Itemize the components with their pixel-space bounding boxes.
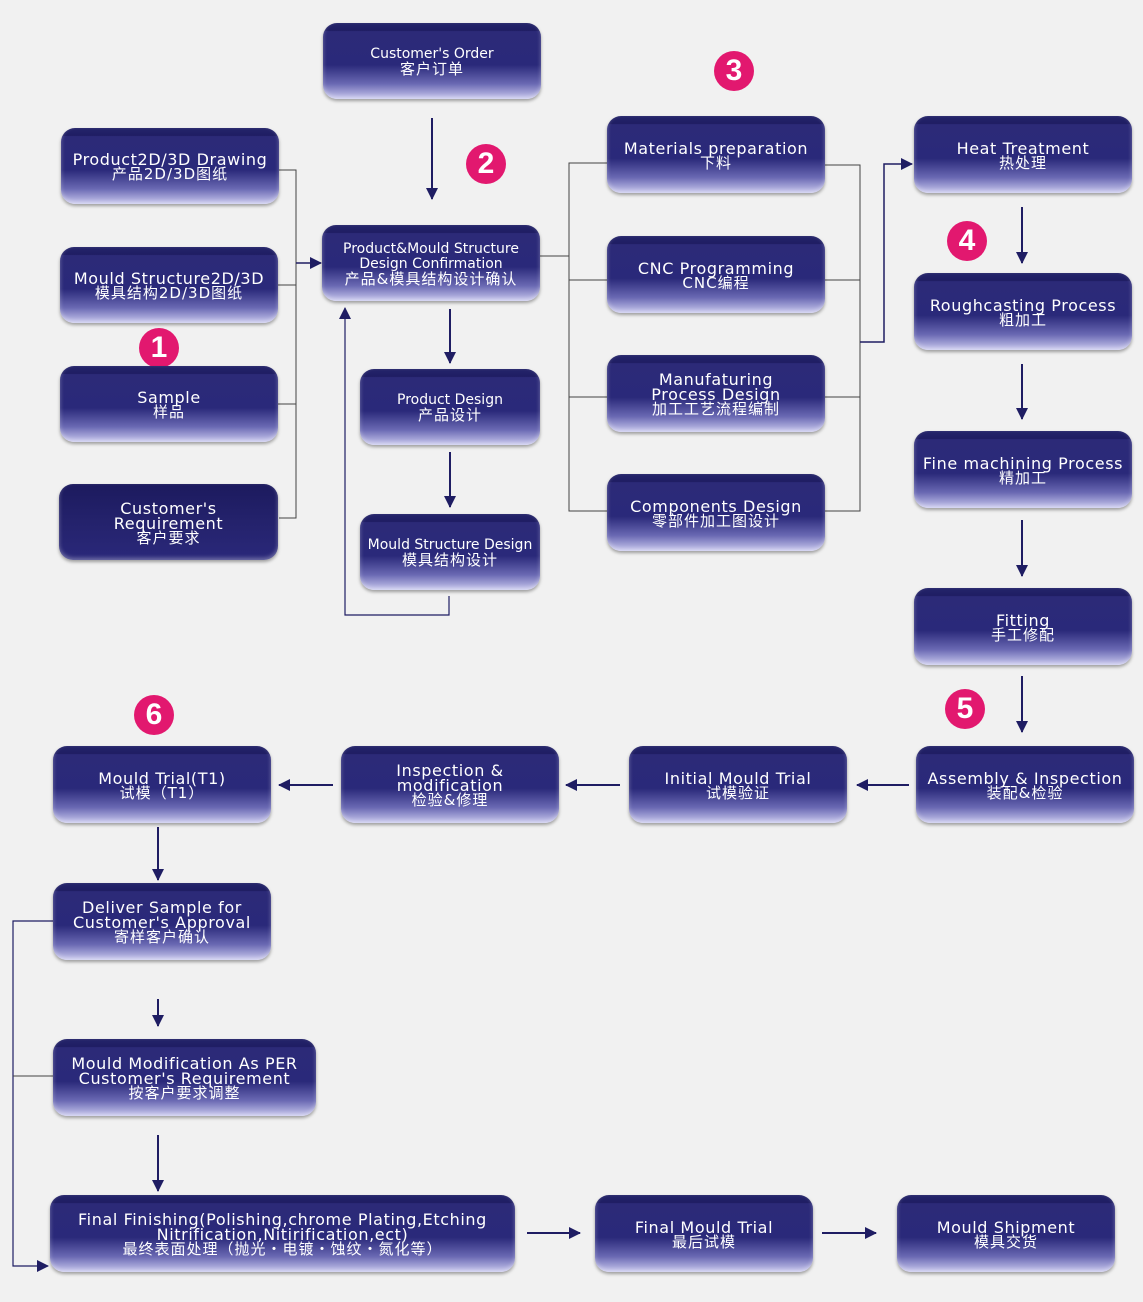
bracket-column3-left (568, 162, 607, 512)
box-label-cn: 精加工 (998, 468, 1047, 487)
box-label-cn: 最后试模 (671, 1232, 736, 1251)
box-label-en: Product Design (397, 392, 503, 408)
box-label-en: Product2D/3D Drawing (72, 150, 268, 169)
box-label-cn: 装配&检验 (986, 783, 1064, 802)
box-final-finishing: Final Finishing(Polishing,chrome Plating… (50, 1195, 515, 1272)
box-label-en: Sample (137, 388, 201, 407)
box-mould-trial-t1: Mould Trial(T1)试模（T1） (53, 746, 271, 823)
step-badge-5: 5 (945, 689, 985, 729)
arrow-to-heat-treatment (860, 158, 913, 343)
box-label-en: Mould Trial(T1) (98, 768, 226, 788)
box-label-en: Initial Mould Trial (664, 768, 812, 788)
bracket-column3-right (825, 164, 861, 512)
box-label-en: Manufaturing (658, 370, 774, 389)
step-badge-3: 3 (714, 51, 754, 91)
step-badge-2: 2 (466, 144, 506, 184)
box-label-cn: 模具交货 (973, 1232, 1038, 1251)
step-badge-4: 4 (947, 221, 987, 261)
box-label-en: Customer's Order (370, 46, 494, 62)
box-label-cn: 模具结构2D/3D图纸 (94, 284, 244, 302)
box-label-cn: 热处理 (998, 153, 1047, 172)
step-badge-6: 6 (134, 695, 174, 735)
box-label-cn: 手工修配 (990, 625, 1055, 644)
box-label-en: Fitting (996, 610, 1050, 630)
box-label-en: Final Mould Trial (634, 1217, 774, 1237)
bracket-inputs (279, 169, 297, 519)
loop-back-to-confirmation (339, 307, 450, 616)
box-label-en: Roughcasting Process (929, 295, 1117, 315)
box-label-en: Materials preparation (623, 138, 809, 158)
bracket-approval-to-finishing (12, 920, 53, 1272)
box-label-cn: 试模（T1） (119, 783, 205, 802)
box-label-en: Customer's Requirement (78, 1069, 291, 1088)
box-label-en: Final Finishing(Polishing,chrome Plating… (78, 1210, 487, 1229)
box-label-cn: 产品2D/3D图纸 (111, 165, 229, 183)
box-label-cn: 检验&修理 (411, 791, 489, 809)
box-label-cn: CNC编程 (682, 273, 750, 292)
box-label-cn: 客户订单 (399, 60, 464, 78)
box-label-en: Components Design (630, 496, 802, 516)
box-label-en: Mould Modification As PER (71, 1054, 298, 1073)
box-label-en: Heat Treatment (956, 138, 1090, 158)
box-label-en: Deliver Sample for (82, 898, 242, 917)
box-label-en: Product&Mould Structure (343, 240, 519, 257)
box-label-en: Process Design (651, 385, 781, 404)
box-label-en: Fine machining Process (922, 453, 1124, 473)
box-label-en: Mould Structure Design (367, 537, 533, 553)
box-label-cn: 最终表面处理（抛光・电镀・蚀纹・氮化等） (122, 1240, 443, 1258)
box-label-en: Assembly & Inspection (927, 768, 1123, 788)
box-label-cn: 产品&模具结构设计确认 (344, 269, 518, 288)
box-label-en: Design Confirmation (359, 255, 503, 272)
box-label-en: Customer's Approval (73, 913, 251, 932)
box-label-en: Customer's (120, 498, 217, 518)
box-label-en: Mould Shipment (936, 1217, 1076, 1237)
box-label-cn: 零部件加工图设计 (651, 511, 780, 530)
box-label-en: Requirement (113, 513, 224, 533)
box-label-cn: 产品设计 (417, 406, 482, 424)
box-label-cn: 模具结构设计 (401, 551, 498, 569)
box-label-en: Nitrification,Nitirification,ect) (156, 1225, 409, 1244)
box-label-en: Inspection & (396, 761, 504, 780)
box-label-cn: 寄样客户确认 (113, 928, 210, 946)
box-label-en: CNC Programming (637, 258, 795, 278)
box-label-cn: 客户要求 (136, 528, 201, 547)
box-label-cn: 加工工艺流程编制 (651, 400, 780, 418)
box-label-cn: 样品 (152, 403, 185, 421)
box-label-cn: 按客户要求调整 (128, 1084, 241, 1102)
box-label-cn: 粗加工 (998, 310, 1047, 329)
box-label-en: modification (396, 776, 504, 795)
box-label-en: Mould Structure2D/3D (73, 269, 265, 288)
box-label-cn: 下料 (699, 153, 732, 172)
step-badge-1: 1 (139, 328, 179, 368)
box-label-cn: 试模验证 (705, 783, 770, 802)
